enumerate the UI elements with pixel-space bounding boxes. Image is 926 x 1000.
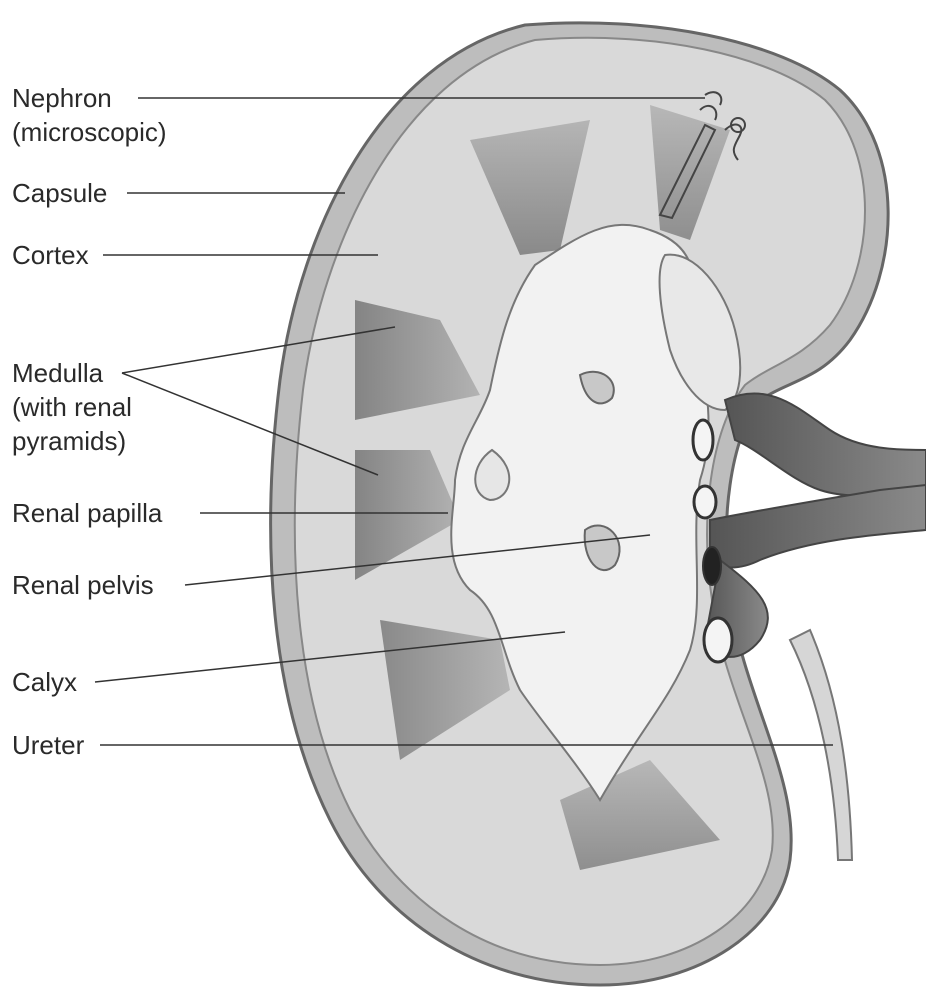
label-medulla-sub2: pyramids): [12, 424, 126, 458]
vessel-opening: [703, 547, 721, 585]
label-medulla: Medulla: [12, 356, 103, 390]
label-calyx: Calyx: [12, 665, 77, 699]
vessel-opening: [694, 486, 716, 518]
vessel-opening: [693, 420, 713, 460]
renal-vessel: [710, 485, 926, 568]
label-renal-papilla: Renal papilla: [12, 496, 162, 530]
label-cortex: Cortex: [12, 238, 89, 272]
label-nephron-sub: (microscopic): [12, 115, 167, 149]
label-medulla-sub1: (with renal: [12, 390, 132, 424]
label-renal-pelvis: Renal pelvis: [12, 568, 154, 602]
renal-vessel: [725, 393, 926, 495]
label-ureter: Ureter: [12, 728, 84, 762]
label-capsule: Capsule: [12, 176, 107, 210]
vessel-opening: [704, 618, 732, 662]
label-nephron: Nephron: [12, 81, 112, 115]
